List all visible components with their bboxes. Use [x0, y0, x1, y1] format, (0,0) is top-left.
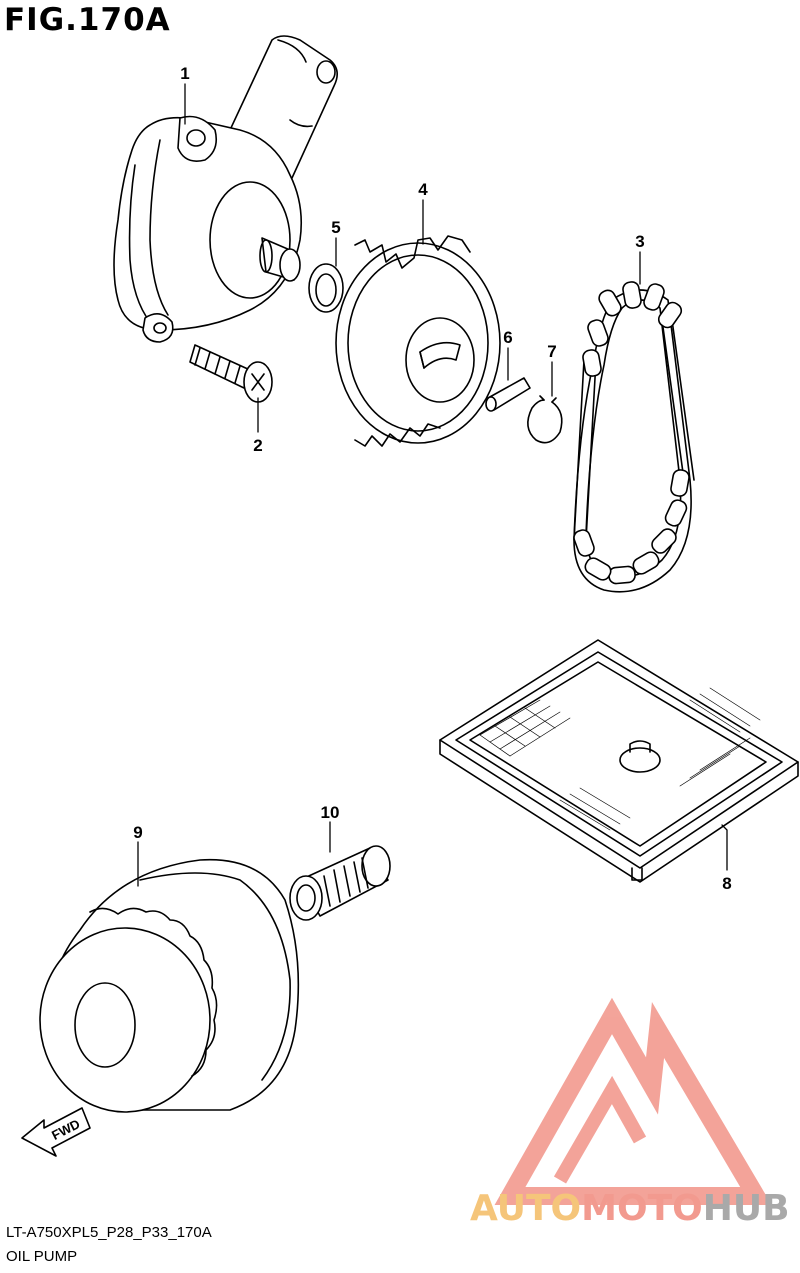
fwd-arrow: FWD	[21, 1107, 91, 1157]
figure-title: FIG.170A	[4, 2, 171, 38]
callout-5: 5	[331, 218, 340, 237]
callout-9: 9	[133, 823, 142, 842]
oil-pump-body	[113, 35, 338, 343]
watermark-text: AUTOMOTOHUB	[470, 1188, 790, 1229]
pin	[485, 377, 531, 412]
washer	[308, 263, 344, 313]
watermark-moto: MOTO	[581, 1188, 703, 1229]
callout-1: 1	[180, 64, 189, 83]
callout-2: 2	[253, 436, 262, 455]
callout-3: 3	[635, 232, 644, 251]
callout-4: 4	[418, 180, 428, 199]
oil-filter	[39, 858, 300, 1113]
callout-7: 7	[547, 342, 556, 361]
watermark-hub: HUB	[702, 1188, 790, 1229]
watermark-auto: AUTO	[470, 1188, 582, 1229]
callout-6: 6	[503, 328, 512, 347]
circlip	[527, 395, 563, 444]
watermark-logo	[494, 997, 772, 1205]
oil-strainer	[439, 639, 799, 883]
figure-code: LT-A750XPL5_P28_P33_170A	[6, 1224, 212, 1241]
callout-8: 8	[722, 874, 731, 893]
driven-sprocket	[335, 235, 501, 447]
bolt	[189, 344, 273, 403]
callout-10: 10	[321, 803, 340, 822]
leader-lines	[137, 83, 728, 887]
figure-name: OIL PUMP	[6, 1248, 78, 1265]
union-bolt	[289, 845, 391, 921]
drive-chain	[573, 281, 695, 593]
